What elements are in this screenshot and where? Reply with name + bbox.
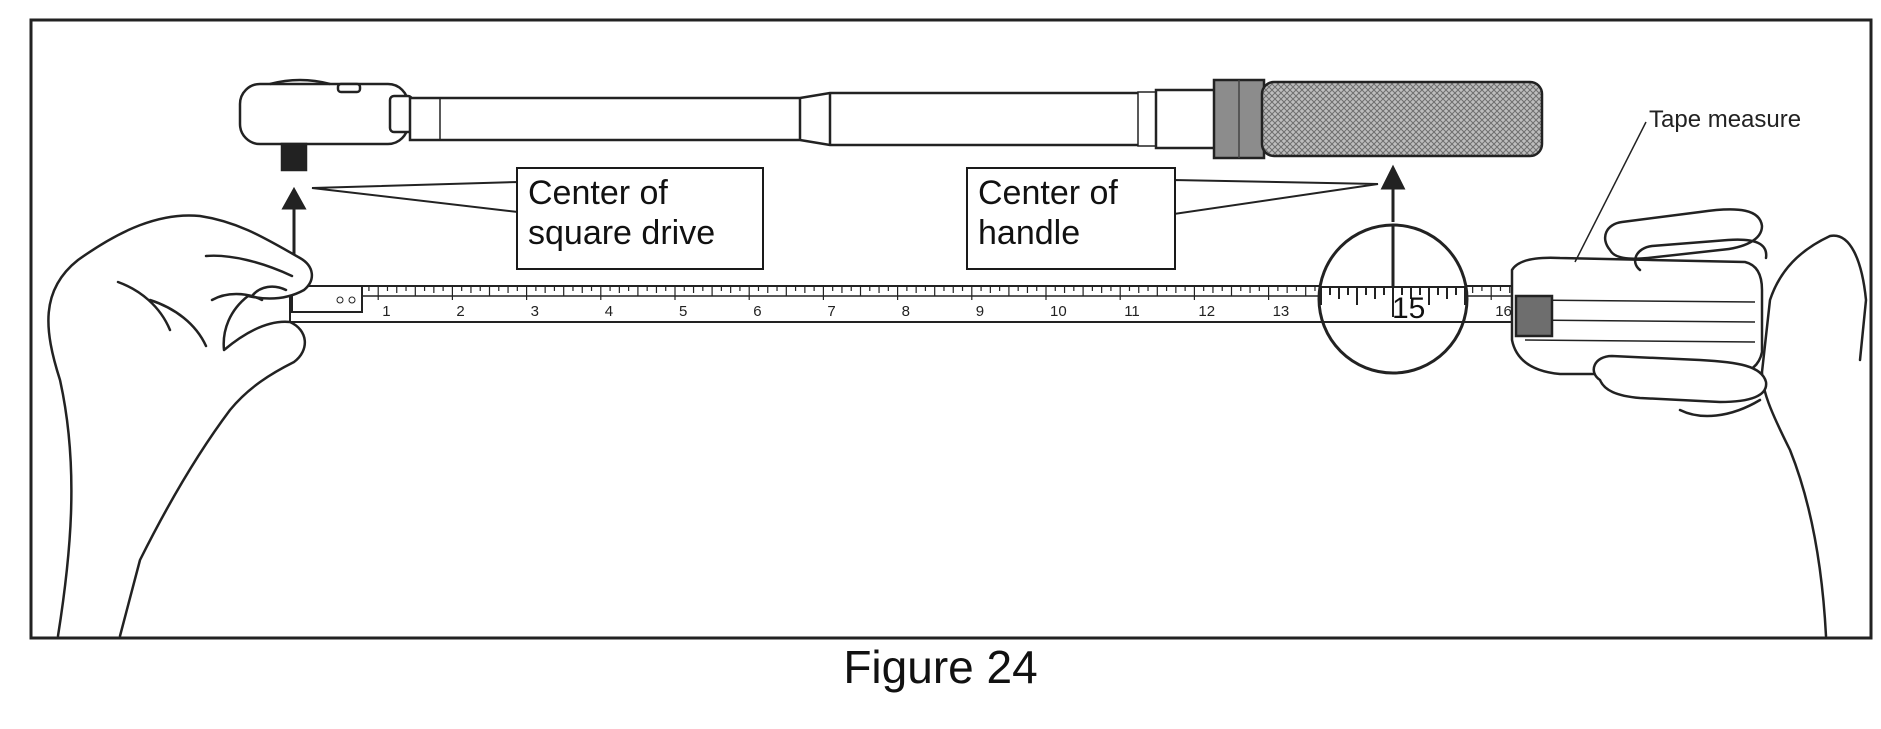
ruler-number: 5 — [679, 303, 687, 320]
ruler-number: 6 — [753, 303, 761, 320]
magnifier — [1317, 223, 1469, 375]
ruler-number: 4 — [605, 303, 613, 320]
ruler-number: 2 — [456, 303, 464, 320]
callout-handle-line1: Center of — [978, 174, 1118, 212]
magnifier-reading: 15 — [1392, 292, 1426, 325]
ratchet-head — [238, 82, 410, 146]
tape-measure-label: Tape measure — [1649, 106, 1802, 133]
ruler-number: 1 — [382, 303, 390, 320]
knurled-handle — [1260, 80, 1544, 158]
tape-label-leader — [1574, 121, 1647, 263]
direction-lever — [336, 82, 362, 94]
callout-center-of-handle: Center of handle — [966, 167, 1176, 270]
ruler-number: 9 — [976, 303, 984, 320]
wrench-tube — [408, 91, 1142, 147]
ruler-number: 12 — [1198, 303, 1215, 320]
figure-caption: Figure 24 — [843, 641, 1038, 693]
torque-wrench — [238, 78, 1544, 172]
handle-arrow — [1380, 164, 1406, 222]
ruler-number: 7 — [827, 303, 835, 320]
scale-window — [1137, 91, 1157, 147]
callout-drive-line2: square drive — [528, 214, 716, 252]
ruler-number: 10 — [1050, 303, 1067, 320]
ruler-number: 13 — [1273, 303, 1290, 320]
square-drive — [280, 142, 308, 172]
ruler-number: 11 — [1124, 303, 1140, 320]
right-hand — [1592, 208, 1868, 638]
neck — [388, 94, 414, 134]
ruler-number: 3 — [531, 303, 539, 320]
callout-drive-line1: Center of — [528, 174, 668, 212]
tape-case-mouth — [1514, 294, 1554, 338]
ruler-number: 16 — [1495, 303, 1512, 320]
ruler-ticks — [368, 286, 1520, 300]
ruler-number: 8 — [902, 303, 910, 320]
callout-center-of-square-drive: Center of square drive — [516, 167, 764, 270]
callout-handle-line2: handle — [978, 214, 1081, 252]
tape-measure-case — [1510, 256, 1764, 376]
left-hand — [47, 214, 313, 638]
